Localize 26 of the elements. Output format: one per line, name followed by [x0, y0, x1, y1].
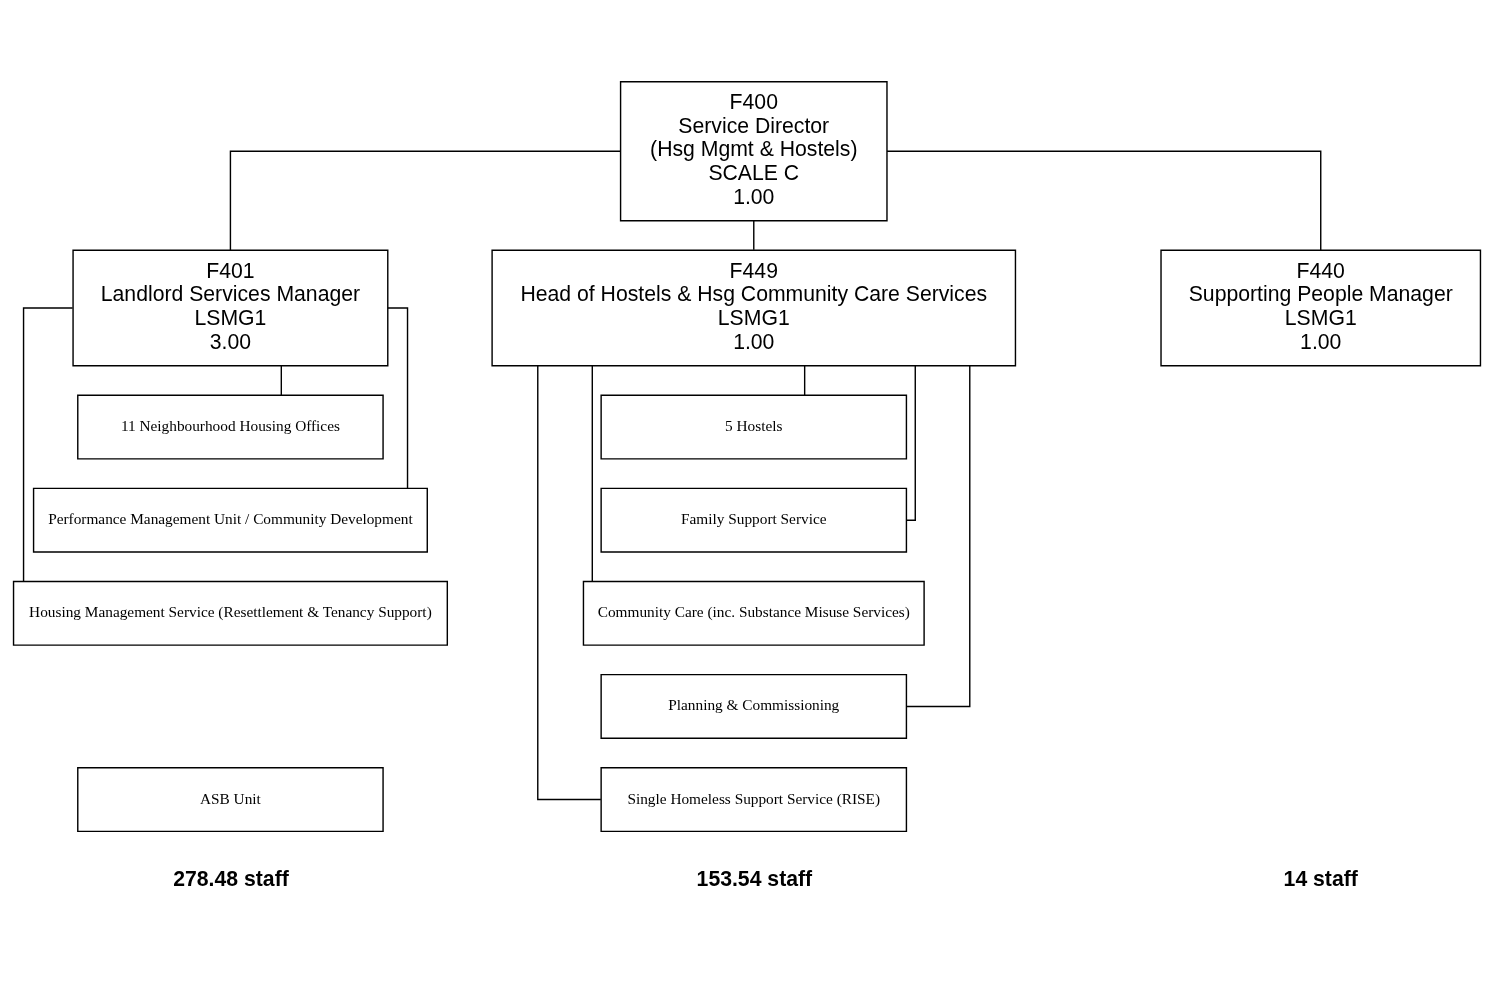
node-box: F440 Supporting People Manager LSMG1 1.00 [1160, 249, 1482, 366]
node-box: 5 Hostels [600, 394, 908, 460]
label: 278.48 staff [173, 866, 289, 890]
connector [591, 364, 593, 582]
connector [905, 364, 916, 521]
node-box: Planning & Commissioning [600, 673, 908, 739]
connector [906, 364, 971, 707]
connector [280, 364, 282, 396]
node-box: Single Homeless Support Service (RISE) [600, 766, 908, 832]
label: 14 staff [1283, 866, 1358, 890]
node-box: F400 Service Director (Hsg Mgmt & Hostels) SCALE C 1.00 [619, 80, 888, 221]
node-box: ASB Unit [77, 766, 384, 832]
node-box: 11 Neighbourhood Housing Offices [77, 394, 384, 460]
connector [803, 364, 806, 396]
node-box: Housing Management Service (Resettlement & Tenancy Support) [12, 580, 448, 646]
connector [886, 150, 1322, 251]
label: 153.54 staff [696, 866, 813, 890]
connector [22, 306, 74, 582]
node-box: Performance Management Unit / Community Development [32, 487, 428, 553]
node-box: Community Care (inc. Substance Misuse Services) [582, 580, 925, 646]
node-box: Family Support Service [600, 487, 908, 553]
node-box: F401 Landlord Services Manager LSMG1 3.00 [72, 249, 389, 366]
connector [753, 219, 755, 251]
node-box: F449 Head of Hostels & Hsg Community Care Services LSMG1 1.00 [491, 249, 1017, 366]
connector [537, 364, 602, 800]
connector [229, 150, 622, 251]
